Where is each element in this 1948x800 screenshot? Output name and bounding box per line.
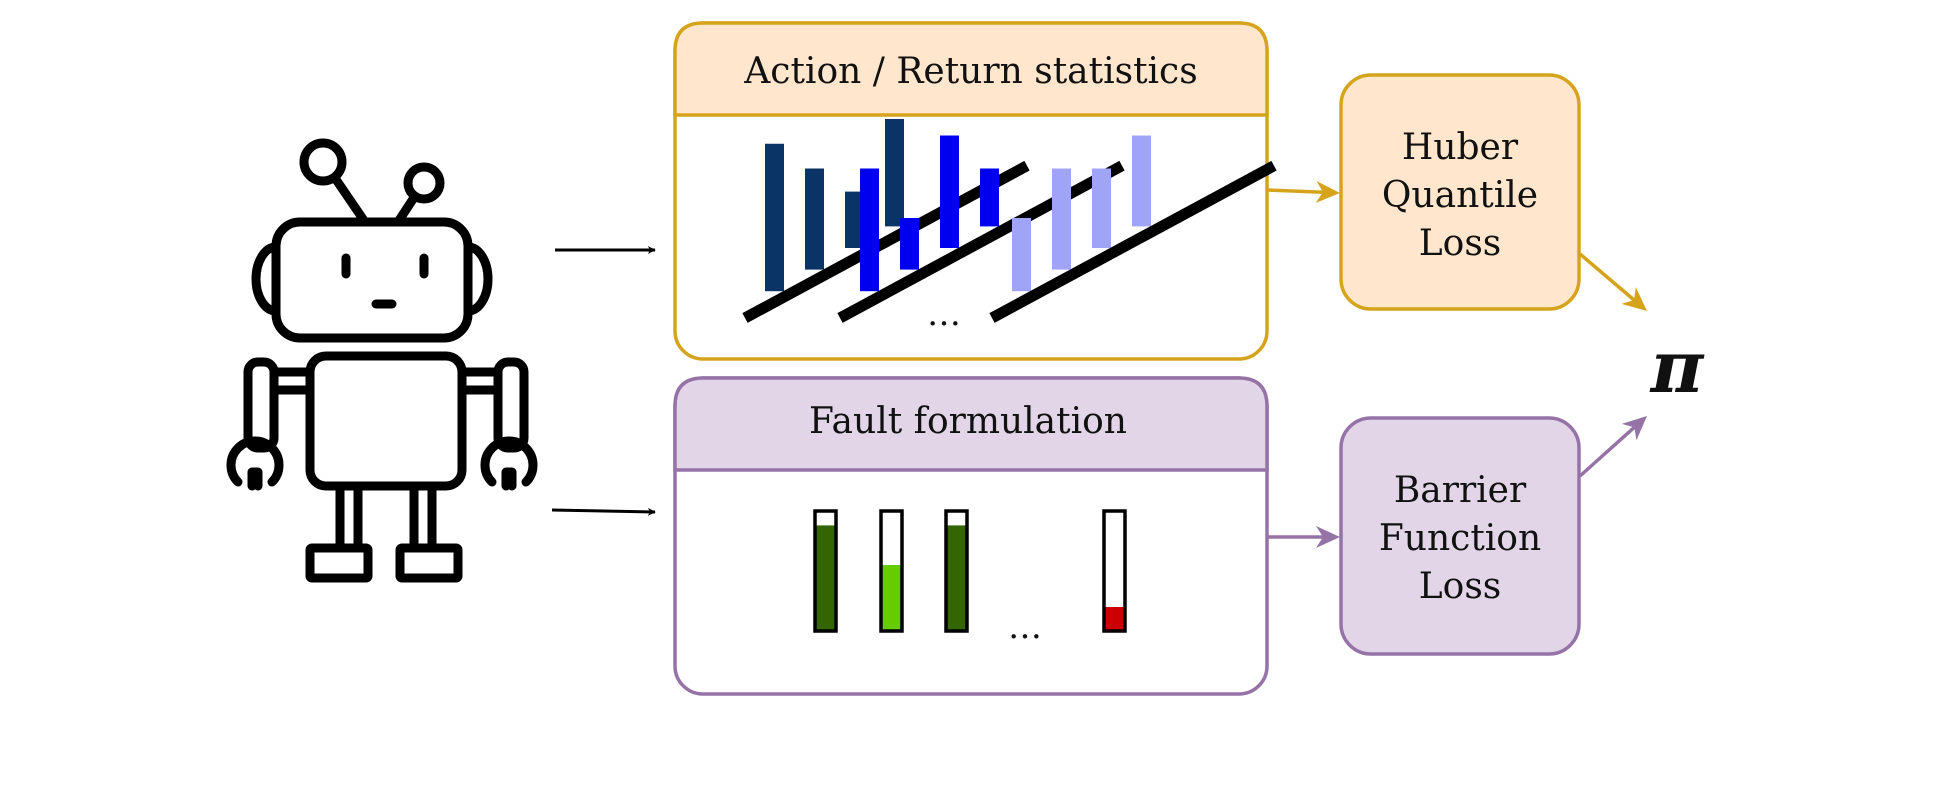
barrier-line-3: Loss (1419, 566, 1502, 607)
fault-panel-title: Fault formulation (809, 401, 1127, 442)
tube-outline (944, 509, 969, 633)
arrow-barrier-to-policy (1578, 416, 1647, 478)
barrier-line-1: Barrier (1394, 470, 1527, 511)
baseline (837, 160, 1125, 323)
tube-fill (881, 565, 902, 631)
bar (805, 168, 824, 270)
arrow-robot-to-fault (551, 507, 656, 516)
bar (940, 135, 959, 248)
stats-bars (742, 119, 1277, 323)
bar (845, 191, 864, 248)
bar (980, 168, 999, 227)
bar (1092, 168, 1111, 248)
tube-outline (1102, 509, 1127, 633)
fault-level-indicators (813, 509, 1127, 633)
stats-panel: Action / Return statistics … (673, 21, 1277, 361)
tube-outline (813, 509, 838, 633)
stats-ellipsis: … (927, 294, 961, 334)
huber-line-2: Quantile (1382, 175, 1538, 216)
policy-symbol: π (1649, 324, 1705, 409)
huber-quantile-loss-box: Huber Quantile Loss (1339, 73, 1581, 311)
arrow-fault-to-barrier (1268, 526, 1340, 548)
tube-fill (946, 525, 967, 631)
stats-panel-title: Action / Return statistics (743, 51, 1197, 92)
bar (765, 143, 784, 292)
huber-line-3: Loss (1419, 223, 1502, 264)
bar-group-3 (989, 135, 1277, 323)
bar (1132, 135, 1151, 227)
bar (1052, 168, 1071, 270)
tube-background (1104, 511, 1125, 631)
barrier-function-loss-box: Barrier Function Loss (1339, 416, 1581, 656)
robot-icon (226, 138, 538, 583)
arrow-stats-to-huber (1267, 181, 1340, 203)
bar (885, 119, 904, 227)
level-indicator-3 (944, 509, 969, 633)
level-indicator-4 (1102, 509, 1127, 633)
tube-fill (815, 525, 836, 631)
level-indicator-1 (813, 509, 838, 633)
fault-ellipsis: … (1008, 607, 1042, 647)
huber-line-1: Huber (1402, 127, 1519, 168)
barrier-line-2: Function (1379, 518, 1541, 559)
bar (860, 168, 879, 292)
bar (900, 218, 919, 270)
tube-outline (879, 509, 904, 633)
tube-fill (1104, 607, 1125, 631)
level-indicator-2 (879, 509, 904, 633)
fault-panel: Fault formulation … (673, 376, 1269, 696)
arrow-huber-to-policy (1578, 252, 1647, 311)
bar-group-2 (837, 135, 1125, 323)
baseline (989, 160, 1277, 323)
bar (1012, 218, 1031, 292)
